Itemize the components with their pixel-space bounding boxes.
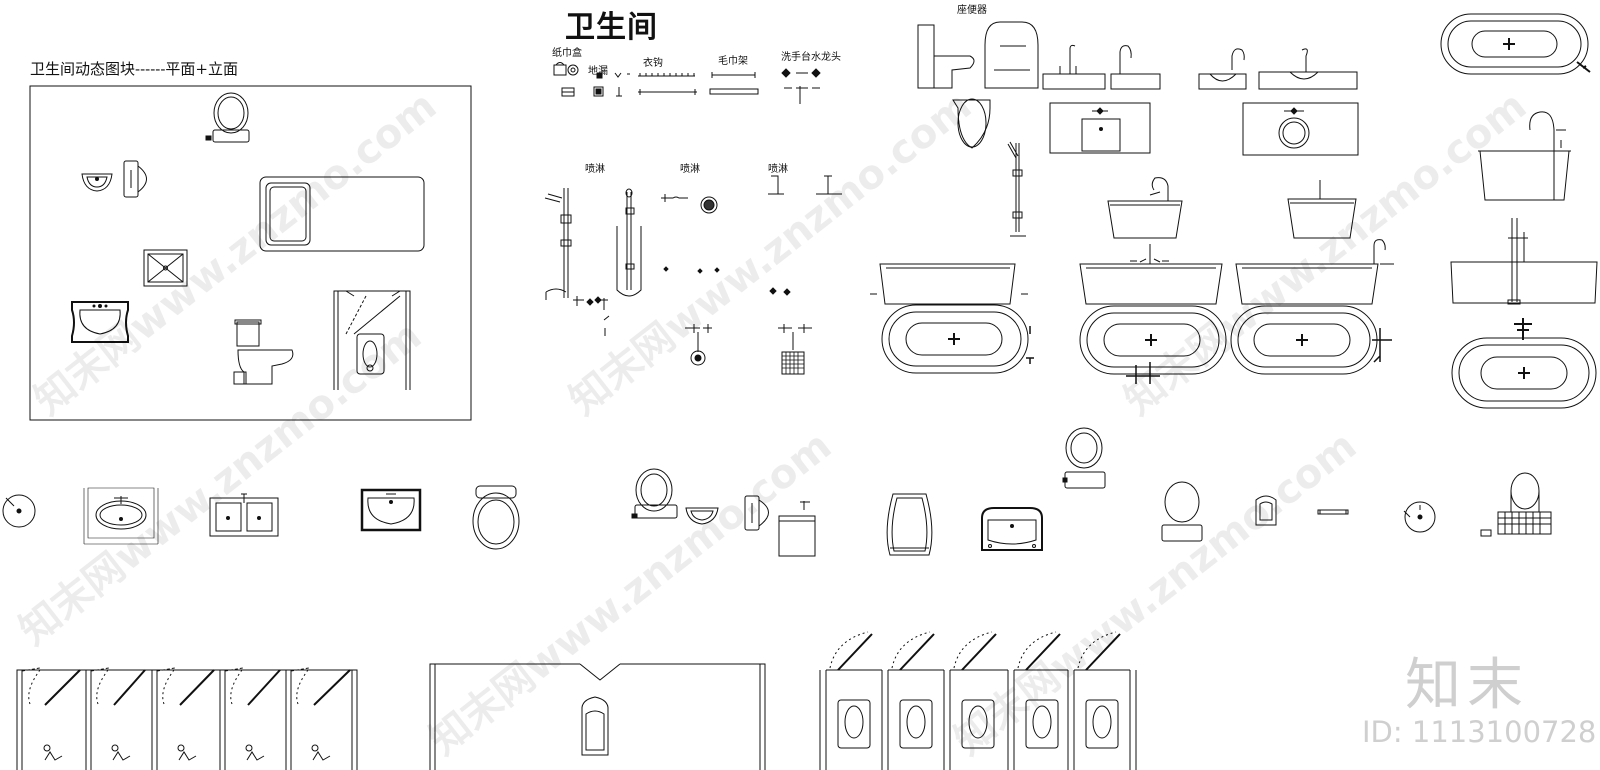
freestanding-tub-elevation (1478, 112, 1571, 200)
label-robe-hook: 衣钩 (643, 58, 663, 69)
dynamic-block-panel (30, 86, 471, 420)
drain-elevation-square (778, 324, 812, 374)
toilet-plan-mid (1063, 428, 1105, 488)
round-basin-plan (1404, 502, 1435, 532)
label-shower-3: 喷淋 (768, 164, 788, 175)
toilet-elevation-icon (234, 320, 293, 384)
label-shower-1: 喷淋 (585, 164, 605, 175)
shower-heads (661, 194, 719, 273)
tub-elevation-1 (870, 264, 1028, 304)
urinal-icon (124, 161, 147, 197)
urinal-plan-small (1256, 496, 1276, 525)
shower-fittings-3 (768, 176, 842, 295)
grab-bar (1318, 510, 1348, 514)
main-title: 卫生间 (565, 10, 658, 45)
label-tissue-box: 纸巾盒 (552, 48, 582, 59)
toilet-urinal-group (632, 469, 815, 556)
toilet-rack-elevation (1481, 473, 1551, 536)
oval-tub-plan-bottom (1452, 318, 1596, 408)
double-sink-plan (210, 494, 278, 536)
label-toilet: 座便器 (957, 5, 987, 16)
label-shower-2: 喷淋 (680, 164, 700, 175)
towel-rack-icons (710, 72, 758, 94)
vanity-basin-icon (72, 302, 128, 342)
round-basin-small (3, 495, 35, 527)
panel-title: 卫生间动态图块------平面+立面 (30, 60, 238, 78)
tub-elevation-3 (1236, 240, 1394, 304)
toilet-round-plan (1162, 482, 1202, 541)
wall-basin-icon (82, 174, 112, 191)
squat-stall-icon (334, 291, 410, 390)
basin-faucet-icons (782, 69, 820, 104)
squat-stalls-row-right (820, 632, 1136, 770)
label-floor-drain: 地漏 (588, 66, 608, 77)
shower-tray-icon (144, 250, 187, 286)
small-tub-elevations (1108, 178, 1356, 238)
counter-basin-elevations (1043, 45, 1358, 155)
shower-column-1 (545, 188, 608, 310)
brand-logo: 知末 (1405, 653, 1529, 718)
shower-elevation-tall (1008, 142, 1026, 236)
asset-id: ID: 1113100728 (1362, 715, 1597, 749)
floor-drain-icons (594, 73, 630, 96)
vanity-basin-plan-2 (982, 508, 1042, 550)
tub-elevation-2 (1080, 244, 1222, 304)
tub-plan-2 (1080, 306, 1226, 384)
label-basin-faucet: 洗手台水龙头 (781, 52, 841, 63)
toilet-tank-elevation (887, 494, 932, 555)
basin-dimensioned (84, 488, 158, 544)
tub-with-filler-elevation (1451, 218, 1597, 304)
tissue-box-icons (554, 63, 578, 97)
oval-tub-plan-top (1441, 14, 1590, 74)
vanity-basin-plan-bottom (362, 490, 420, 530)
toilet-plan-bottom (473, 486, 519, 549)
tub-plan-1 (882, 305, 1034, 373)
toilet-stalls-row-left (17, 668, 357, 770)
toilet-stall-wide (430, 664, 765, 770)
vanity-top-icon (260, 177, 424, 251)
toilet-elevations (918, 22, 1038, 148)
tub-plan-3 (1231, 306, 1392, 374)
toilet-plan-icon (206, 93, 249, 142)
shower-column-2 (604, 189, 641, 336)
label-towel-rack: 毛巾架 (718, 56, 748, 67)
robe-hook-row (638, 73, 697, 95)
drain-elevation-round (685, 324, 712, 365)
